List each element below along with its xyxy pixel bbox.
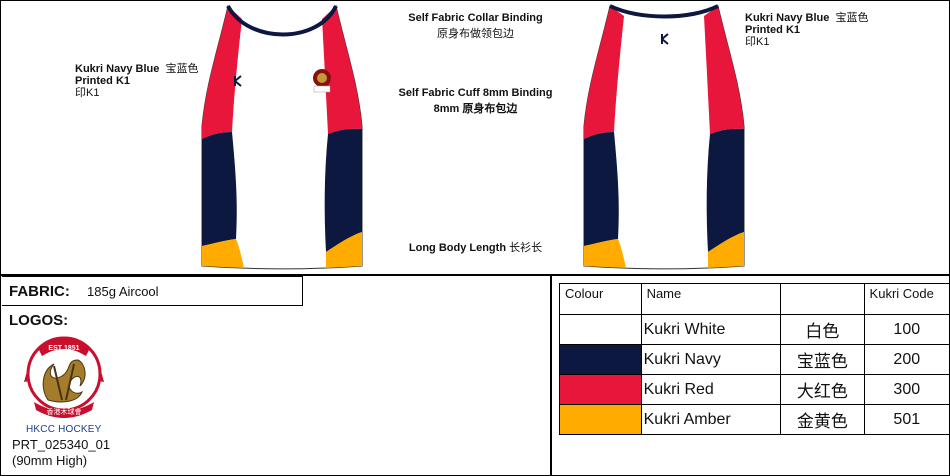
front-vest-right-red-panel xyxy=(322,6,362,134)
colour-name: Kukri Amber xyxy=(640,404,782,435)
colour-name-cn: 宝蓝色 xyxy=(780,344,865,375)
left-print-line1: Kukri Navy Blue xyxy=(75,63,160,75)
logo-code: PRT_025340_01 xyxy=(12,437,111,452)
colour-name: Kukri Navy xyxy=(640,344,782,375)
front-vest-left-amber-panel xyxy=(202,239,244,268)
back-vest-left-red-panel xyxy=(584,6,624,139)
left-print-note: Kukri Navy Blue 宝蓝色 Printed K1 印K1 xyxy=(75,63,199,99)
colour-name: Kukri White xyxy=(640,314,782,345)
front-vest-right-navy-panel xyxy=(324,128,362,252)
back-vest-left-navy-panel xyxy=(584,132,619,246)
cuff-line1: Self Fabric Cuff 8mm Binding xyxy=(398,87,553,99)
logo-size: (90mm High) xyxy=(12,453,88,468)
fabric-box xyxy=(2,276,303,306)
front-club-badge-icon xyxy=(313,69,331,93)
front-vest-left-red-panel xyxy=(202,6,242,139)
colour-row: Kukri Navy 宝蓝色 200 xyxy=(559,344,950,375)
colour-table-header: Colour Name Kukri Code xyxy=(559,283,950,315)
header-kukri-code: Kukri Code xyxy=(863,283,950,315)
back-vest-drawing xyxy=(583,4,745,270)
colour-name-cn: 大红色 xyxy=(780,374,865,405)
body-length-cn: 长衫长 xyxy=(509,242,543,254)
colour-row: Kukri Red 大红色 300 xyxy=(559,374,950,405)
front-vest-right-amber-panel xyxy=(326,232,362,268)
logos-label: LOGOS: xyxy=(9,312,69,329)
back-vest-right-navy-panel xyxy=(706,128,744,252)
swatch-navy xyxy=(559,344,642,375)
cuff-note: Self Fabric Cuff 8mm Binding 8mm 原身布包边 xyxy=(398,87,553,115)
body-length-note: Long Body Length 长衫长 xyxy=(398,242,553,254)
left-print-line2: Printed K1 xyxy=(75,75,131,87)
front-vest-collar xyxy=(226,4,338,37)
colour-row: Kukri Amber 金黄色 501 xyxy=(559,404,950,435)
right-print-note: Kukri Navy Blue 宝蓝色 Printed K1 印K1 xyxy=(745,12,869,48)
right-print-line1-cn: 宝蓝色 xyxy=(835,12,869,24)
back-k-logo-icon xyxy=(661,33,669,45)
front-k-logo-icon xyxy=(234,75,242,87)
colour-code: 300 xyxy=(863,374,950,405)
back-vest-right-red-panel xyxy=(704,6,744,134)
colour-code: 100 xyxy=(863,314,950,345)
swatch-white xyxy=(559,314,642,345)
collar-line1: Self Fabric Collar Binding xyxy=(408,12,543,24)
left-print-line1-cn: 宝蓝色 xyxy=(165,63,199,75)
swatch-red xyxy=(559,374,642,405)
fabric-value: 185g Aircool xyxy=(87,284,159,299)
swatch-amber xyxy=(559,404,642,435)
header-name: Name xyxy=(640,283,782,315)
colour-name-cn: 白色 xyxy=(780,314,865,345)
fabric-label: FABRIC: xyxy=(9,283,70,300)
colour-code: 501 xyxy=(863,404,950,435)
colour-name-cn: 金黄色 xyxy=(780,404,865,435)
colour-row: Kukri White 白色 100 xyxy=(559,314,950,345)
section-divider xyxy=(0,274,950,276)
right-print-line1: Kukri Navy Blue xyxy=(745,12,830,24)
right-print-line3: 印K1 xyxy=(745,36,770,48)
back-vest-left-amber-panel xyxy=(584,239,626,268)
back-vest-right-amber-panel xyxy=(708,232,744,268)
right-print-line2: Printed K1 xyxy=(745,24,801,36)
badge-bottom-text: 香港木球會 xyxy=(47,407,82,416)
column-divider xyxy=(550,276,552,476)
front-vest-left-navy-panel xyxy=(202,132,237,246)
colour-name: Kukri Red xyxy=(640,374,782,405)
header-chinese xyxy=(780,283,865,315)
back-vest-collar xyxy=(609,4,719,19)
badge-ring-text: EST 1851 xyxy=(48,345,79,352)
collar-note: Self Fabric Collar Binding 原身布做领包边 xyxy=(398,12,553,40)
body-length-line1: Long Body Length xyxy=(408,242,507,254)
colour-table: Colour Name Kukri Code Kukri White 白色 10… xyxy=(559,283,950,435)
header-colour: Colour xyxy=(559,283,642,315)
front-vest-drawing xyxy=(201,4,363,270)
hkcc-hockey-badge-icon: EST 1851 香港木球會 xyxy=(24,336,104,418)
colour-code: 200 xyxy=(863,344,950,375)
left-print-line3: 印K1 xyxy=(75,87,100,99)
logo-caption: HKCC HOCKEY xyxy=(26,424,102,435)
cuff-line2: 8mm 原身布包边 xyxy=(433,103,518,115)
collar-line2: 原身布做领包边 xyxy=(437,28,514,40)
